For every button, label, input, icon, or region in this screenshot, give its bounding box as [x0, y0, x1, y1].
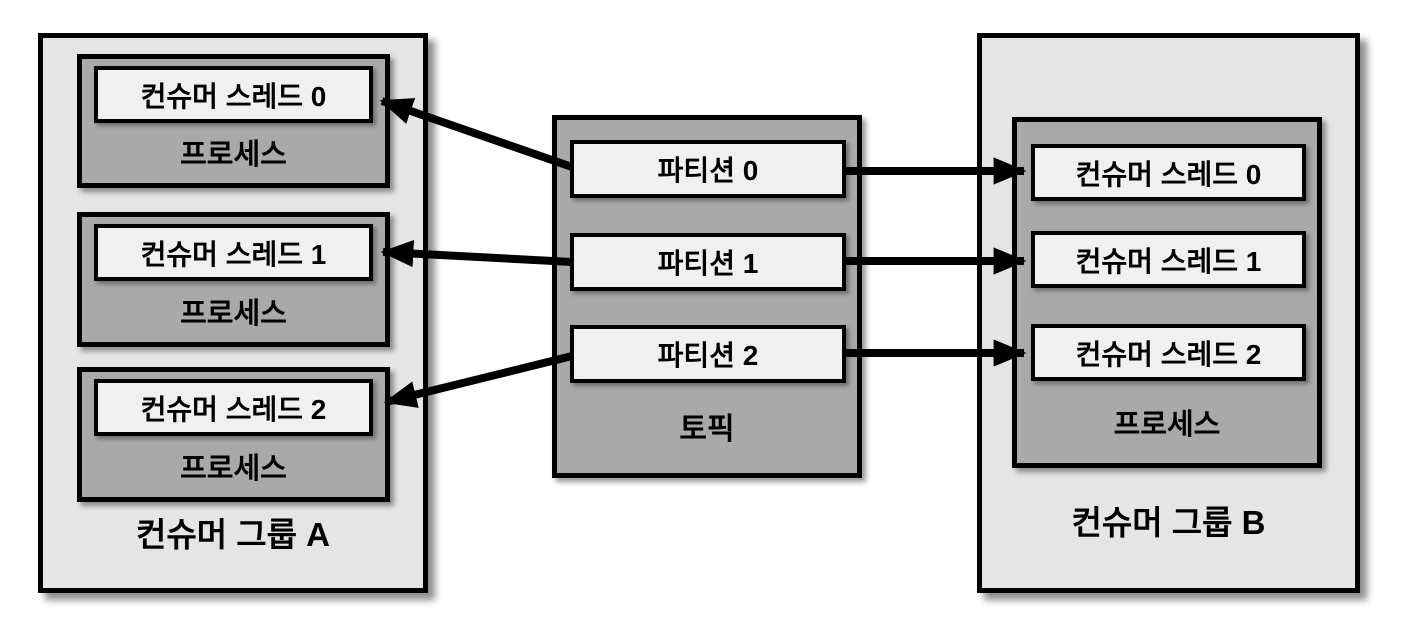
group-b-consumer-thread-2-box: 컨슈머 스레드 2 — [1031, 324, 1306, 381]
partition-1-box: 파티션 1 — [570, 233, 846, 291]
partition-1-label: 파티션 1 — [657, 248, 759, 279]
group-a-process-0: 컨슈머 스레드 0 프로세스 — [77, 54, 390, 188]
consumer-group-b-box: 컨슈머 스레드 0 컨슈머 스레드 1 컨슈머 스레드 2 프로세스 컨슈머 그… — [977, 33, 1360, 593]
consumer-group-a-box: 컨슈머 스레드 0 프로세스 컨슈머 스레드 1 프로세스 컨슈머 스레드 2 … — [38, 33, 428, 593]
group-a-consumer-thread-1-box: 컨슈머 스레드 1 — [94, 224, 373, 281]
group-a-process-0-label: 프로세스 — [180, 139, 287, 171]
consumer-group-a-label: 컨슈머 그룹 A — [136, 516, 330, 553]
group-b-process-label: 프로세스 — [1113, 409, 1221, 441]
group-a-consumer-thread-2-label: 컨슈머 스레드 2 — [140, 393, 327, 425]
group-a-process-2: 컨슈머 스레드 2 프로세스 — [77, 367, 390, 502]
group-a-process-1-label: 프로세스 — [180, 297, 287, 330]
group-b-consumer-thread-1-box: 컨슈머 스레드 1 — [1031, 231, 1306, 288]
group-b-consumer-thread-0-box: 컨슈머 스레드 0 — [1031, 144, 1306, 201]
partition-2-box: 파티션 2 — [570, 325, 846, 383]
group-a-consumer-thread-2-box: 컨슈머 스레드 2 — [94, 379, 373, 436]
partition-0-label: 파티션 0 — [657, 155, 759, 186]
consumer-group-b-label: 컨슈머 그룹 B — [1071, 504, 1266, 541]
partition-0-box: 파티션 0 — [570, 140, 846, 198]
group-b-consumer-thread-1-label: 컨슈머 스레드 1 — [1075, 245, 1262, 277]
topic-box: 파티션 0 파티션 1 파티션 2 토픽 — [552, 115, 862, 478]
group-a-process-1: 컨슈머 스레드 1 프로세스 — [77, 212, 390, 347]
topic-label: 토픽 — [679, 413, 735, 446]
group-b-process: 컨슈머 스레드 0 컨슈머 스레드 1 컨슈머 스레드 2 프로세스 — [1012, 117, 1322, 468]
group-b-consumer-thread-2-label: 컨슈머 스레드 2 — [1075, 338, 1262, 370]
partition-2-label: 파티션 2 — [657, 340, 759, 371]
group-a-consumer-thread-0-box: 컨슈머 스레드 0 — [94, 66, 373, 123]
group-a-consumer-thread-0-label: 컨슈머 스레드 0 — [140, 80, 327, 112]
group-b-consumer-thread-0-label: 컨슈머 스레드 0 — [1075, 158, 1262, 190]
group-a-process-2-label: 프로세스 — [180, 452, 287, 485]
group-a-consumer-thread-1-label: 컨슈머 스레드 1 — [140, 238, 327, 270]
